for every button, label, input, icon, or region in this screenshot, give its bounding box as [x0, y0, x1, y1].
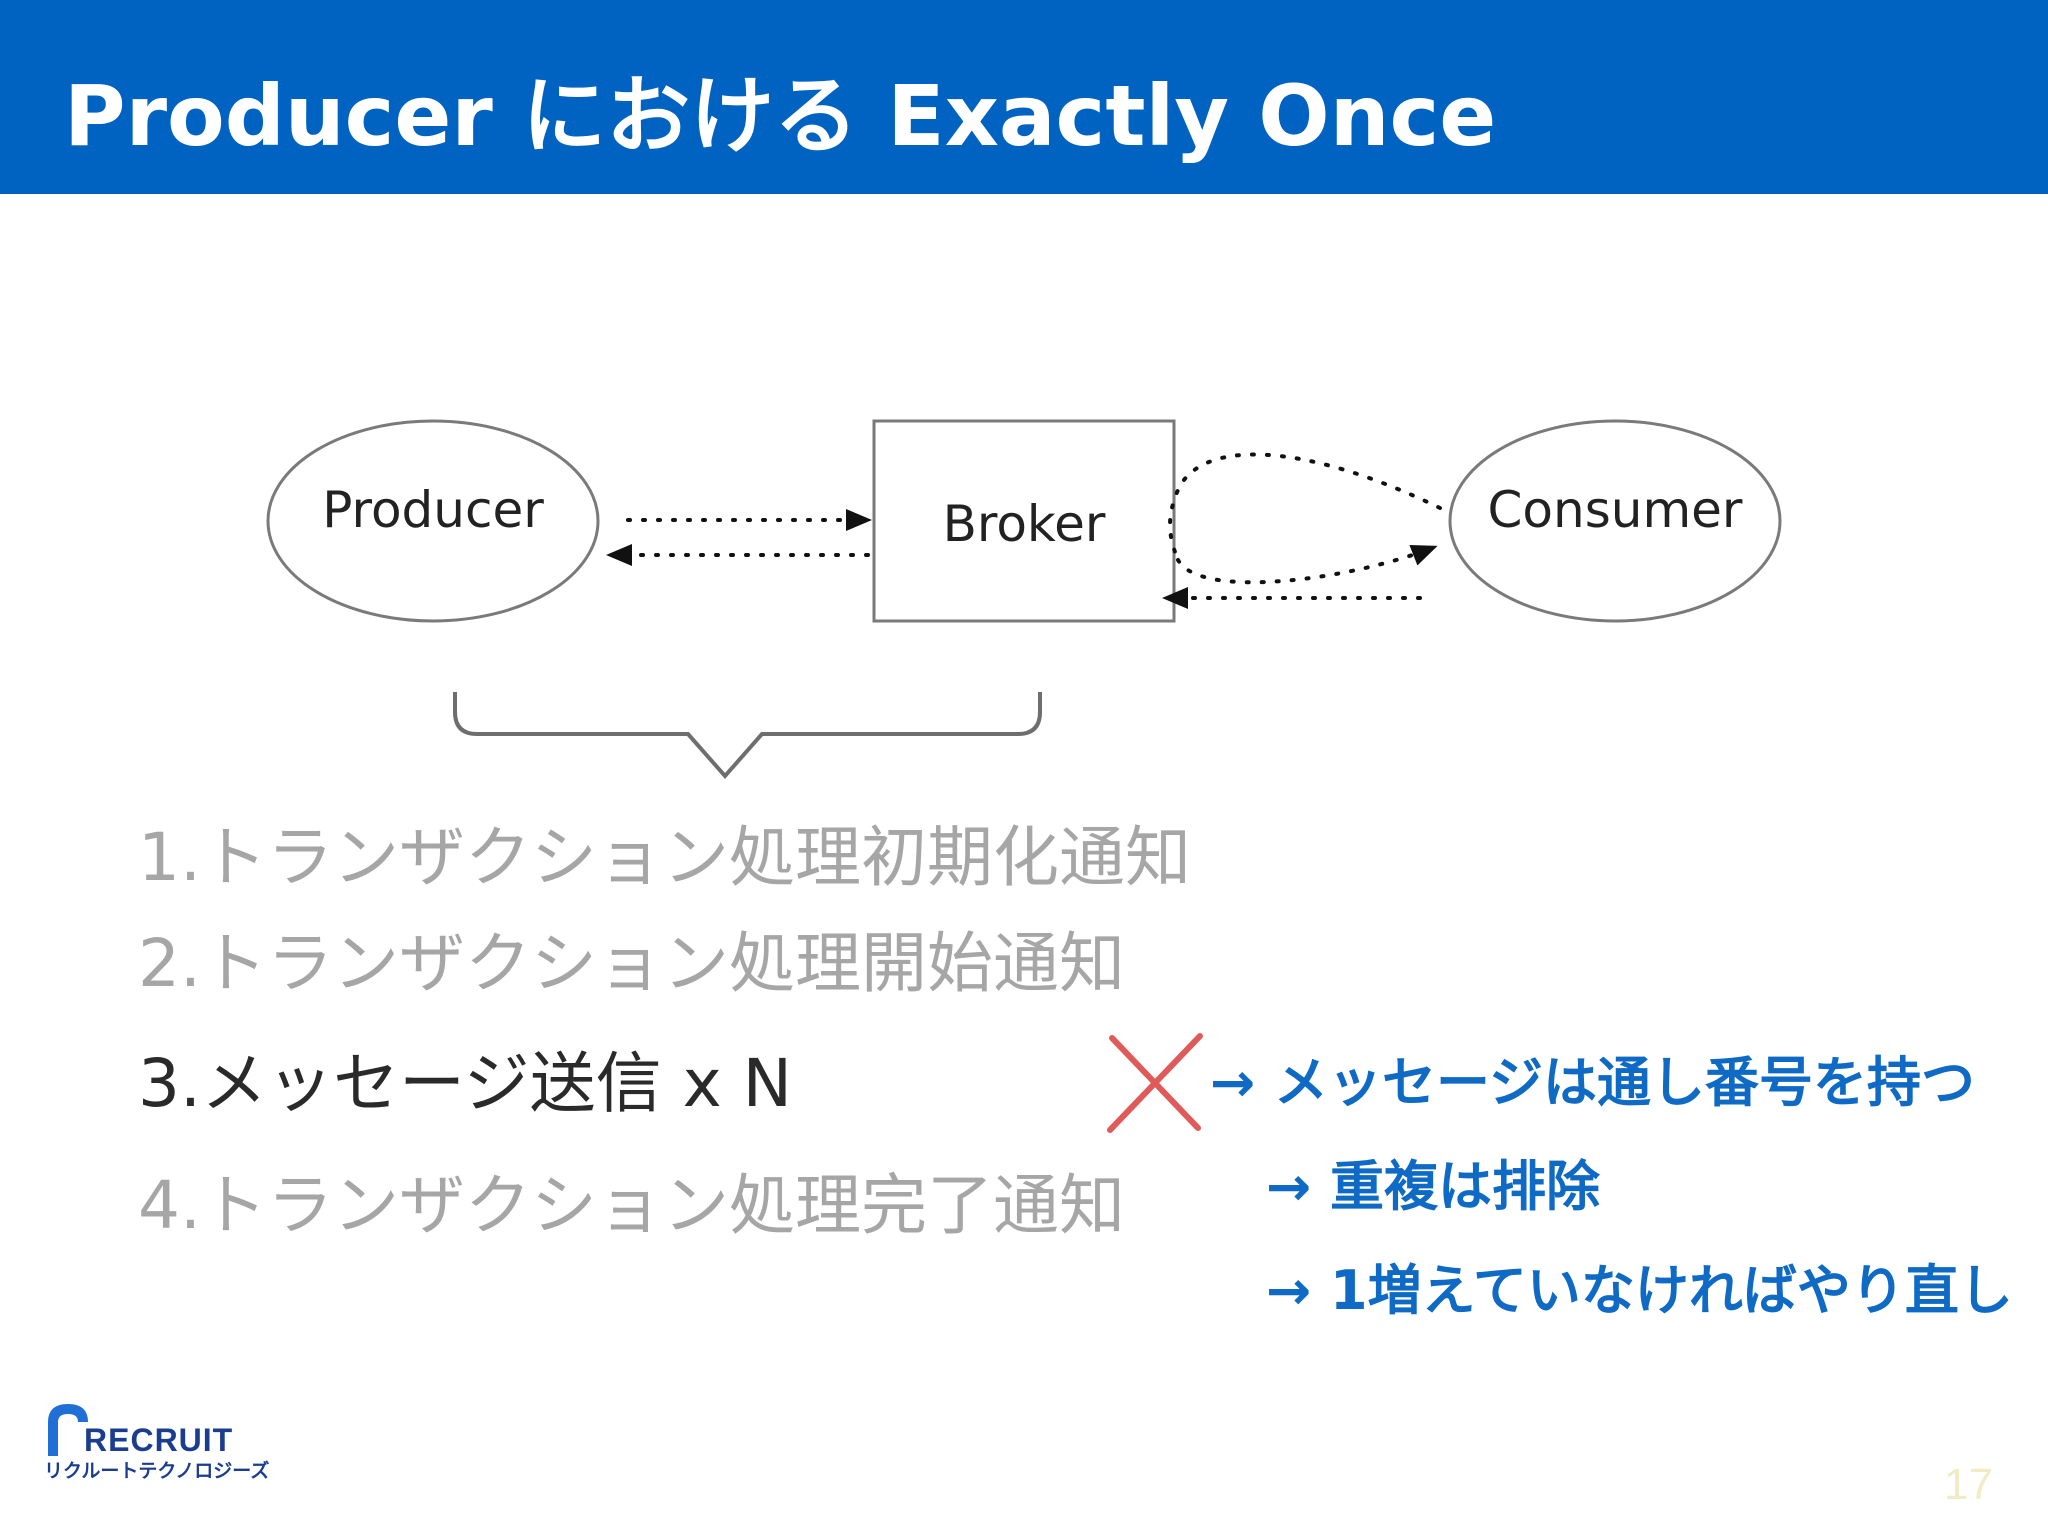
logo-subtitle: リクルートテクノロジーズ	[44, 1461, 270, 1482]
slide-title: Producer における Exactly Once	[64, 67, 1497, 165]
step-4: 4.トランザクション処理完了通知	[138, 1167, 1125, 1244]
deliver-curve	[1176, 545, 1438, 585]
note-retry: → 1増えていなければやり直し	[1266, 1259, 2013, 1322]
fetch-curve	[1168, 452, 1442, 562]
consumer-node	[1448, 419, 1782, 623]
cross-mark	[1107, 1033, 1203, 1133]
producer-label: Producer	[322, 481, 544, 539]
scope-brace	[453, 692, 1042, 780]
note-dedup: → 重複は排除	[1266, 1155, 1601, 1218]
title-bar: Producer における Exactly Once	[0, 0, 2048, 194]
step-2: 2.トランザクション処理開始通知	[138, 925, 1125, 1002]
step-1: 1.トランザクション処理初期化通知	[138, 819, 1191, 896]
step-3: 3.メッセージ送信 x N	[138, 1045, 793, 1122]
broker-label: Broker	[942, 495, 1106, 553]
page-number: 17	[1944, 1460, 1993, 1509]
recruit-logo: RECRUIT リクルートテクノロジーズ	[44, 1400, 284, 1482]
broker-node	[872, 419, 1176, 623]
logo-wordmark: RECRUIT	[84, 1422, 234, 1458]
logo-mark-icon	[48, 1404, 88, 1456]
consumer-label: Consumer	[1487, 481, 1743, 539]
note-sequence-number: → メッセージは通し番号を持つ	[1210, 1051, 1975, 1114]
producer-node	[266, 419, 600, 623]
